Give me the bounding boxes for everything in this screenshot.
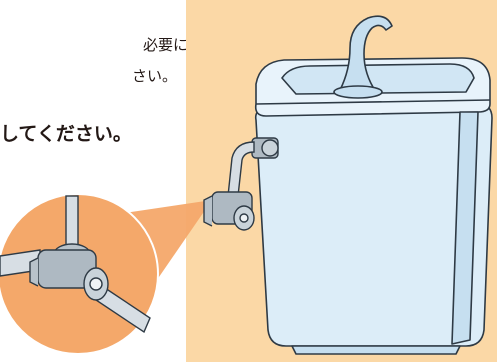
toilet-tank-icon — [256, 16, 492, 354]
